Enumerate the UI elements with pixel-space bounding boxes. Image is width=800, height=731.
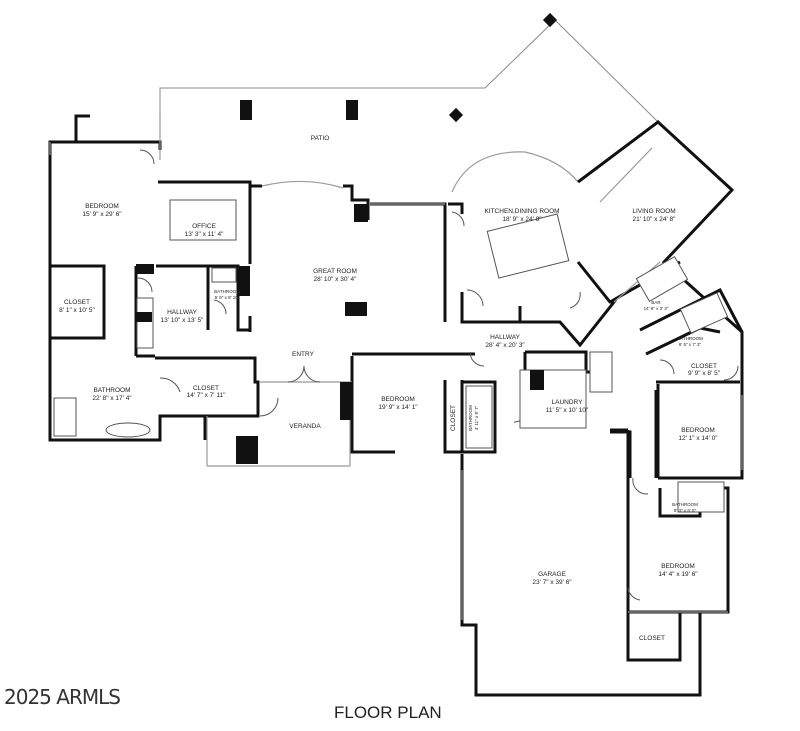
dims-bathroom-east: 6' 5" x 7' 3" bbox=[679, 342, 702, 347]
label-closet-east: CLOSET bbox=[691, 363, 717, 370]
label-closet-west: CLOSET bbox=[193, 385, 219, 392]
patio-outline bbox=[159, 19, 659, 193]
dims-laundry: 11' 5" x 10' 10" bbox=[546, 407, 589, 414]
label-bathroom-vertical: BATHROOM bbox=[468, 405, 473, 431]
label-closet-se: CLOSET bbox=[639, 635, 665, 642]
label-entry: ENTRY bbox=[292, 351, 315, 358]
label-bedroom-4: BEDROOM bbox=[661, 563, 695, 570]
dims-great-room: 28' 10" x 30' 4" bbox=[314, 276, 358, 283]
dims-bathroom-small: 5' 6" x 8' 10" bbox=[215, 295, 240, 300]
exterior-walls bbox=[48, 114, 744, 480]
dims-bathroom-se: 8' 3" x 5' 5" bbox=[674, 508, 697, 513]
dims-closet-east: 9' 9" x 8' 5" bbox=[688, 370, 721, 377]
label-living-room: LIVING ROOM bbox=[632, 208, 675, 215]
label-laundry: LAUNDRY bbox=[552, 399, 584, 406]
label-bathroom-master: BATHROOM bbox=[93, 387, 130, 394]
label-veranda: VERANDA bbox=[289, 423, 321, 430]
pillars bbox=[136, 12, 558, 464]
label-great-room: GREAT ROOM bbox=[313, 268, 357, 275]
dims-bedroom-2: 19' 9" x 14' 1" bbox=[378, 404, 418, 411]
dims-bedroom-3: 12' 1" x 14' 0" bbox=[678, 435, 718, 442]
dims-living-room: 21' 10" x 24' 8" bbox=[633, 216, 677, 223]
dims-bathroom-master: 22' 8" x 17' 4" bbox=[92, 395, 132, 402]
room-labels: PATIO BEDROOM 15' 9" x 29' 6" OFFICE 13'… bbox=[59, 135, 721, 642]
dims-closet-west: 14' 7" x 7' 11" bbox=[187, 392, 226, 399]
label-closet-master: CLOSET bbox=[64, 299, 90, 306]
dims-closet-master: 8' 1" x 10' 5" bbox=[59, 307, 95, 314]
dims-bar: 14' 9" x 3' 3" bbox=[644, 306, 669, 311]
label-bedroom-3: BEDROOM bbox=[681, 427, 715, 434]
label-bedroom-2: BEDROOM bbox=[381, 396, 415, 403]
label-garage: GARAGE bbox=[538, 571, 566, 578]
dims-kitchen: 18' 9" x 24' 8" bbox=[502, 216, 542, 223]
label-closet-vertical: CLOSET bbox=[450, 405, 457, 431]
label-bar: BAR bbox=[651, 300, 661, 305]
label-patio: PATIO bbox=[311, 135, 330, 142]
dims-bathroom-vertical: 4' 11" x 8' 7" bbox=[474, 405, 479, 430]
label-kitchen: KITCHEN,DINING ROOM bbox=[484, 208, 559, 215]
dims-bedroom-4: 14' 4" x 19' 6" bbox=[658, 571, 698, 578]
label-hallway-west: HALLWAY bbox=[167, 309, 198, 316]
label-office: OFFICE bbox=[192, 223, 216, 230]
dims-bedroom-master: 15' 9" x 29' 6" bbox=[82, 211, 122, 218]
dims-office: 13' 3" x 11' 4" bbox=[185, 231, 224, 238]
dims-hallway-main: 28' 4" x 20' 3" bbox=[485, 342, 525, 349]
label-bedroom-master: BEDROOM bbox=[85, 203, 119, 210]
dims-garage: 23' 7" x 39' 6" bbox=[532, 579, 572, 586]
label-bathroom-se: BATHROOM bbox=[672, 502, 698, 507]
dims-hallway-west: 13' 10" x 13' 5" bbox=[161, 317, 205, 324]
label-hallway-main: HALLWAY bbox=[490, 334, 521, 341]
label-bathroom-east: BATHROOM bbox=[677, 336, 703, 341]
interior-walls bbox=[50, 260, 744, 697]
copyright-watermark: 2025 ARMLS bbox=[4, 685, 121, 709]
doors-and-glass bbox=[49, 118, 743, 620]
plan-title: FLOOR PLAN bbox=[334, 703, 442, 722]
label-bathroom-small: BATHROOM bbox=[214, 289, 240, 294]
